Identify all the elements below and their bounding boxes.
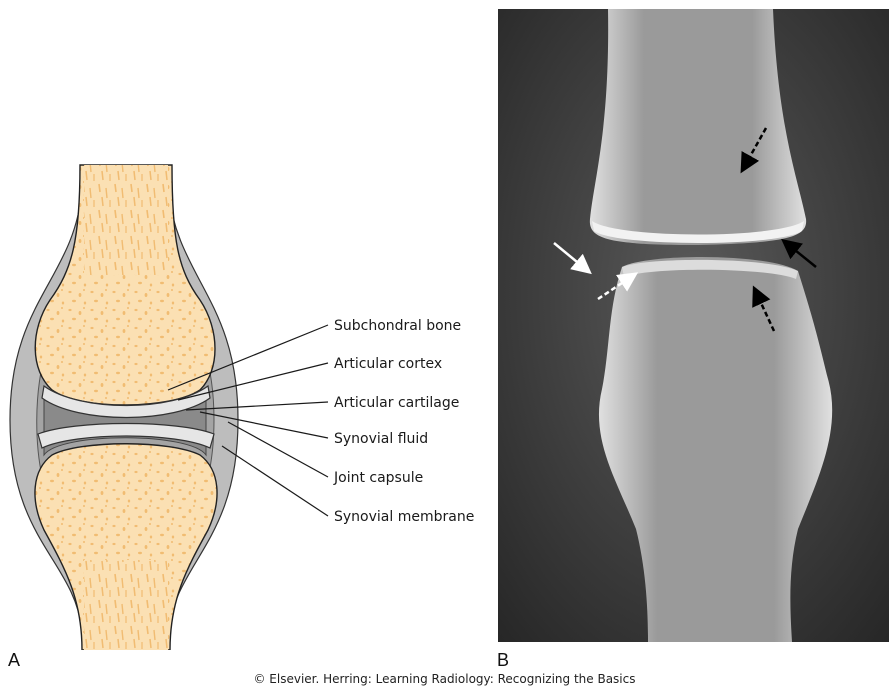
- panel-a-letter: A: [8, 650, 20, 671]
- xray-upper-bone: [590, 9, 806, 245]
- joint-diagram: Subchondral bone Articular cortex Articu…: [0, 0, 500, 650]
- label-joint-capsule: Joint capsule: [333, 470, 423, 486]
- joint-radiograph: [498, 9, 889, 642]
- label-subchondral-bone: Subchondral bone: [334, 318, 461, 334]
- label-articular-cortex: Articular cortex: [334, 356, 442, 372]
- label-synovial-fluid: Synovial fluid: [334, 431, 428, 447]
- panel-b-letter: B: [497, 650, 509, 671]
- label-articular-cartilage: Articular cartilage: [334, 395, 459, 411]
- label-synovial-membrane: Synovial membrane: [334, 509, 474, 525]
- copyright-credit: © Elsevier. Herring: Learning Radiology:…: [0, 672, 889, 686]
